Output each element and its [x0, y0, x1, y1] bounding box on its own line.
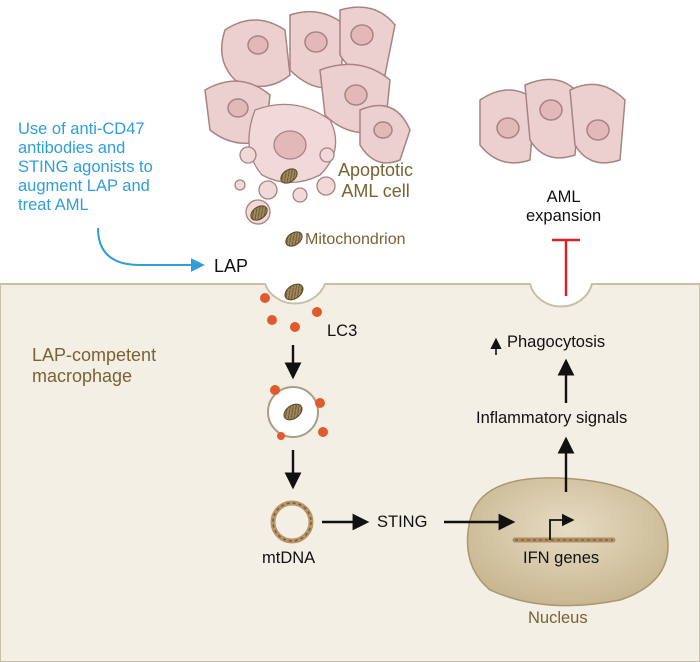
lap-label: LAP [214, 256, 249, 276]
inhibition-bar-icon [552, 238, 580, 296]
strategy-arrow [97, 227, 205, 272]
apoptotic-label: Apoptotic AML cell [338, 160, 414, 201]
strategy-line-3: STING agonists to [18, 157, 153, 176]
aml-expansion-label: AML expansion [526, 188, 602, 225]
phagocytosis-label: Phagocytosis [507, 333, 606, 351]
macrophage-label: LAP-competent macrophage [32, 345, 157, 386]
mitochondrion-icon [250, 168, 303, 247]
strategy-line-5: treat AML [18, 195, 89, 214]
sting-label: STING [377, 513, 428, 531]
inflammatory-signals-label: Inflammatory signals [476, 409, 628, 427]
engulfed-mitochondrion-icon [284, 283, 304, 301]
mtdna-label: mtDNA [262, 549, 316, 567]
gene-promoter-arrow-icon [549, 513, 575, 540]
strategy-line-2: antibodies and [18, 138, 126, 157]
nucleus-label: Nucleus [528, 609, 588, 627]
pathway-arrows [284, 337, 575, 531]
strategy-text: Use of anti-CD47 antibodies and STING ag… [18, 120, 153, 215]
nucleus [466, 477, 669, 607]
strategy-line-1: Use of anti-CD47 [18, 120, 145, 138]
aml-cell-cluster-left [204, 6, 411, 164]
lc3-dot-icon [260, 293, 322, 332]
aml-cell-cluster-right [479, 78, 626, 164]
lap-phagosome [267, 385, 328, 440]
strategy-line-4: augment LAP and [18, 176, 150, 195]
mtdna-ring-icon [270, 500, 314, 544]
mitochondrion-label: Mitochondrion [305, 231, 406, 248]
lc3-label: LC3 [327, 322, 358, 340]
ifn-genes-label: IFN genes [523, 549, 600, 567]
